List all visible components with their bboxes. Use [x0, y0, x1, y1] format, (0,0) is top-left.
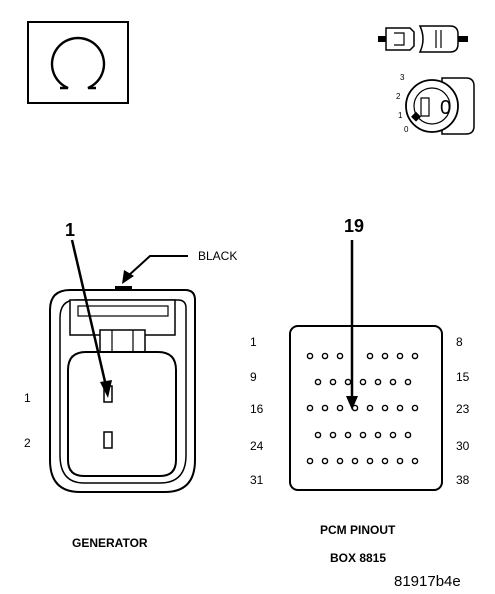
- generator-pin-2: 2: [24, 436, 31, 450]
- key-position-2: 2: [396, 92, 401, 101]
- pcm-pin-hole: [329, 378, 337, 386]
- pcm-pin-hole: [411, 457, 419, 465]
- pcm-row-label-left: 31: [250, 473, 264, 487]
- key-position-1: 1: [398, 111, 403, 120]
- pcm-pin-hole: [351, 457, 359, 465]
- pcm-pin-hole: [321, 404, 329, 412]
- pcm-pin-hole: [381, 457, 389, 465]
- pcm-pin-hole: [396, 457, 404, 465]
- pcm-pin-hole: [374, 431, 382, 439]
- pcm-pin-hole: [389, 378, 397, 386]
- generator-title: GENERATOR: [72, 536, 148, 550]
- wire-color-leader: BLACK: [122, 249, 237, 284]
- pcm-pin-hole: [359, 378, 367, 386]
- generator-callout-number: 1: [65, 220, 75, 240]
- generator-pin-1: 1: [24, 391, 31, 405]
- pcm-row-label-right: 38: [456, 473, 470, 487]
- pcm-row-label-left: 24: [250, 439, 264, 453]
- ignition-key-icon: 0 3 2 1 0: [396, 73, 475, 135]
- pcm-pin-hole: [374, 378, 382, 386]
- pcm-pin-hole: [314, 431, 322, 439]
- pcm-connector: [289, 325, 443, 491]
- pcm-pin-hole: [314, 378, 322, 386]
- pcm-pin-hole: [306, 352, 314, 360]
- pcm-pin-hole: [306, 457, 314, 465]
- pcm-pin-hole: [411, 352, 419, 360]
- pcm-subtitle: BOX 8815: [330, 551, 386, 565]
- pcm-pin-hole: [366, 457, 374, 465]
- pcm-pin-hole: [359, 431, 367, 439]
- pcm-pin-hole: [411, 404, 419, 412]
- key-label: 0: [440, 97, 451, 119]
- pcm-callout-number: 19: [344, 216, 364, 236]
- generator-callout: 1: [65, 220, 112, 398]
- pcm-row-label-left: 9: [250, 370, 257, 384]
- key-position-0: 0: [404, 125, 409, 134]
- pcm-row-labels-left: 1 9 16 24 31: [250, 335, 264, 487]
- pcm-pin-hole: [329, 431, 337, 439]
- connector-disconnect-icon: [378, 25, 468, 53]
- pcm-pin-grid: [306, 352, 419, 465]
- pcm-pin-hole: [321, 352, 329, 360]
- pcm-row-label-right: 30: [456, 439, 470, 453]
- pcm-pin-hole: [381, 404, 389, 412]
- pcm-pin-hole: [336, 404, 344, 412]
- pcm-row-label-right: 8: [456, 335, 463, 349]
- pcm-callout: 19: [344, 216, 364, 410]
- pcm-pin-hole: [366, 404, 374, 412]
- pcm-row-label-left: 16: [250, 402, 264, 416]
- pcm-pin-hole: [404, 431, 412, 439]
- pcm-pin-hole: [381, 352, 389, 360]
- pcm-pin-hole: [336, 352, 344, 360]
- key-position-3: 3: [400, 73, 405, 82]
- wire-color-label: BLACK: [198, 249, 237, 263]
- pcm-row-label-right: 15: [456, 370, 470, 384]
- pcm-pin-hole: [336, 457, 344, 465]
- pcm-row-label-right: 23: [456, 402, 470, 416]
- generator-connector: [49, 286, 196, 493]
- pcm-pin-hole: [396, 404, 404, 412]
- pcm-pin-hole: [389, 431, 397, 439]
- pcm-pin-hole: [366, 352, 374, 360]
- pcm-pin-hole: [344, 378, 352, 386]
- pcm-pin-hole: [306, 404, 314, 412]
- pcm-title: PCM PINOUT: [320, 523, 396, 537]
- figure-id: 81917b4e: [394, 573, 461, 590]
- pcm-pin-hole: [404, 378, 412, 386]
- pcm-row-labels-right: 8 15 23 30 38: [456, 335, 470, 487]
- pcm-row-label-left: 1: [250, 335, 257, 349]
- pcm-pin-hole: [344, 431, 352, 439]
- pcm-pin-hole: [396, 352, 404, 360]
- ohmmeter-icon: [27, 21, 129, 104]
- pcm-pin-hole: [321, 457, 329, 465]
